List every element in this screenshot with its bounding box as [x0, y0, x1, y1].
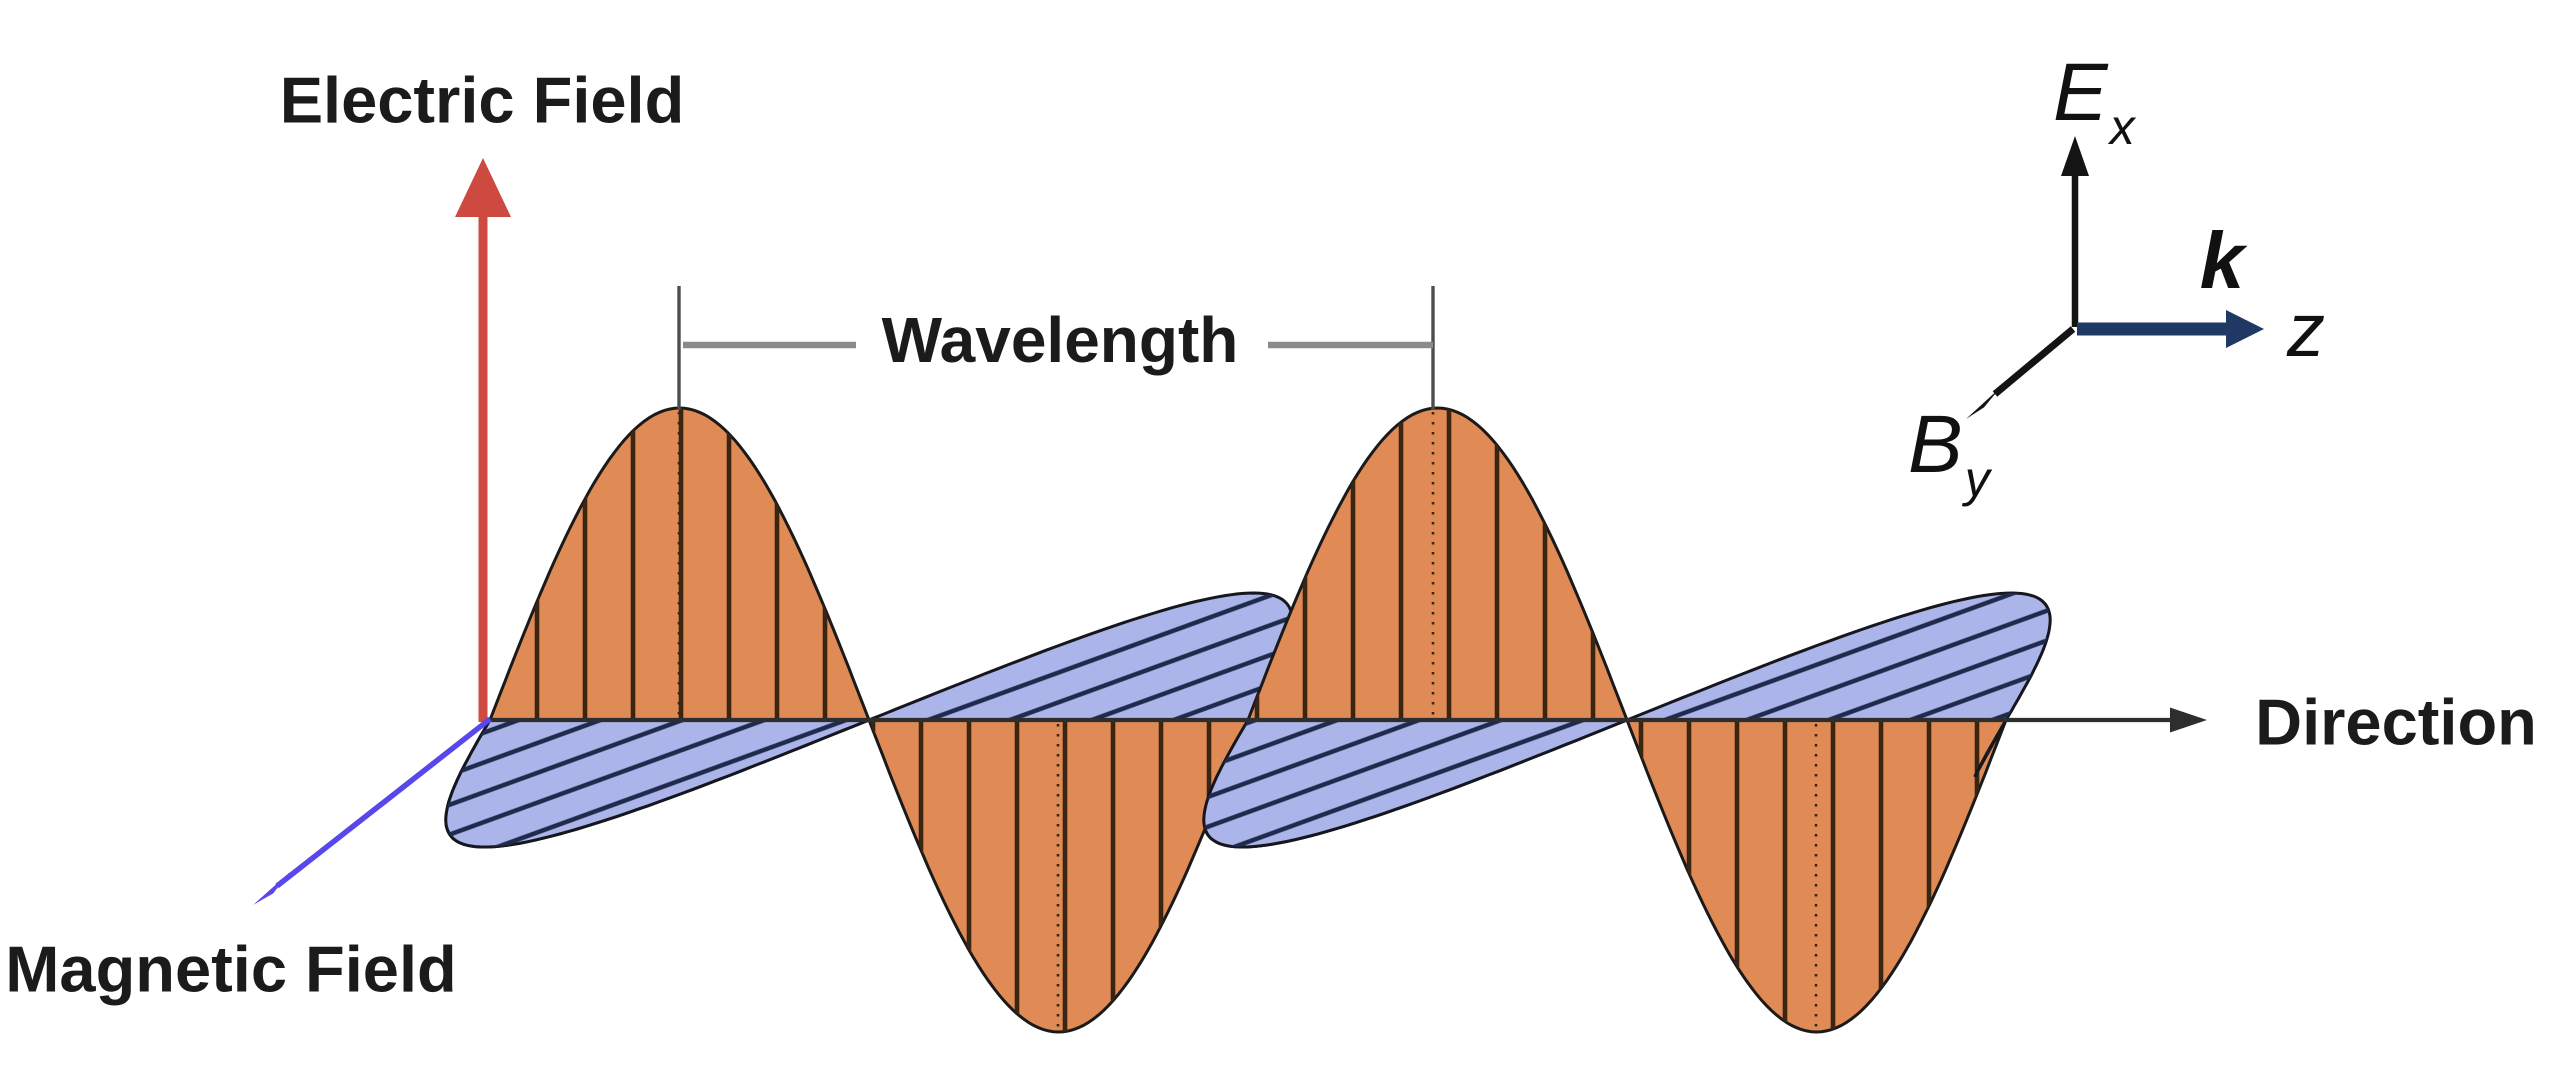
by-label-main: B [1908, 399, 1963, 490]
by-axis-label: By [1908, 404, 1990, 505]
ex-label-main: E [2053, 47, 2108, 138]
inset-ex-arrowhead-icon [2061, 136, 2089, 176]
direction-axis [490, 707, 2207, 733]
k-vector-label: k [2199, 216, 2245, 305]
z-axis-label: z [2287, 288, 2325, 373]
wavelength-markers [677, 286, 1435, 410]
wavelength-label: Wavelength [881, 304, 1239, 376]
electric-field-arrow [455, 158, 511, 722]
direction-arrowhead-icon [2170, 707, 2207, 733]
electric-arrowhead-icon [455, 158, 511, 217]
magnetic-field-label: Magnetic Field [5, 932, 457, 1006]
magnetic-field-arrow [253, 716, 492, 905]
magnetic-arrowhead-icon [253, 872, 290, 905]
magnetic-field-wave-front [444, 721, 2007, 849]
inset-by-arrowhead-icon [1966, 387, 2001, 419]
ex-label-sub: x [2109, 99, 2135, 155]
coordinate-inset [1966, 136, 2264, 419]
ex-axis-label: Ex [2053, 52, 2135, 153]
electric-field-label: Electric Field [279, 63, 685, 137]
inset-k-arrowhead-icon [2226, 310, 2264, 348]
by-label-sub: y [1964, 451, 1990, 507]
direction-label: Direction [2255, 685, 2537, 759]
e-wave-center-dashes [677, 412, 1818, 1028]
